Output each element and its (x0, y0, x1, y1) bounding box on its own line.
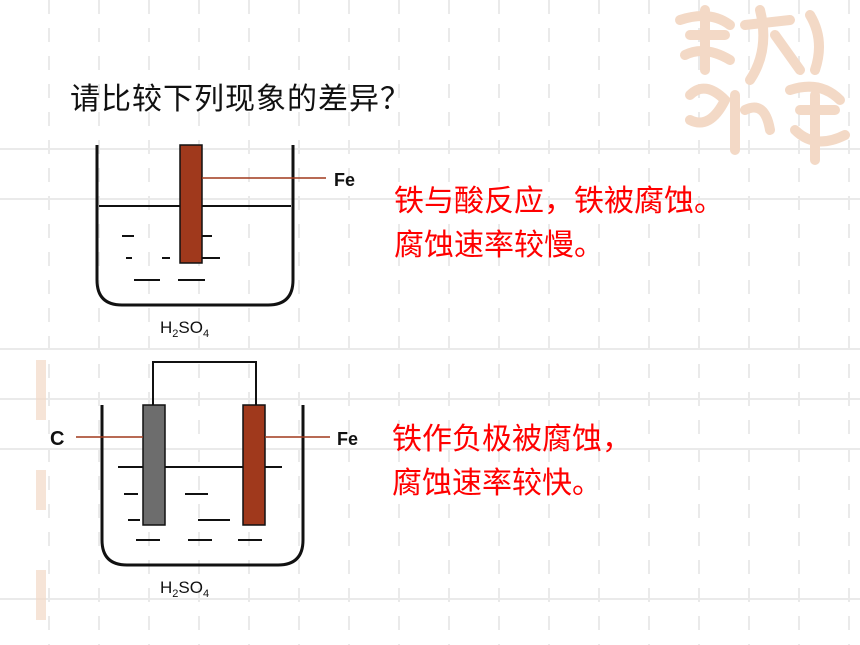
bottom-caption-line1: 铁作负极被腐蚀， (392, 422, 632, 457)
top-iron-electrode (179, 144, 203, 264)
calligraphy-watermark (675, 5, 850, 165)
external-wire (152, 361, 257, 405)
top-liquid-dashes (122, 235, 220, 281)
carbon-electrode (142, 404, 166, 526)
bottom-liquid-dashes (124, 493, 262, 541)
bottom-iron-electrode (242, 404, 266, 526)
page-title: 请比较下列现象的差异？ (70, 82, 411, 117)
decorative-strip (36, 470, 46, 510)
c-label: C (50, 428, 64, 450)
decorative-strip (36, 570, 46, 620)
bottom-beaker (100, 405, 305, 567)
bottom-caption: 铁作负极被腐蚀， 腐蚀速率较快。 (392, 418, 632, 506)
top-fe-label: Fe (334, 170, 355, 190)
top-beaker (95, 145, 295, 307)
decorative-strip (36, 360, 46, 420)
top-electrolyte-label: H2SO4 (160, 318, 209, 340)
top-caption: 铁与酸反应，铁被腐蚀。 腐蚀速率较慢。 (394, 180, 724, 268)
top-caption-line2: 腐蚀速率较慢。 (394, 228, 604, 263)
bottom-electrolyte-label: H2SO4 (160, 578, 209, 600)
bottom-caption-line2: 腐蚀速率较快。 (392, 466, 602, 501)
top-caption-line1: 铁与酸反应，铁被腐蚀。 (394, 184, 724, 219)
bottom-fe-label: Fe (337, 429, 358, 449)
